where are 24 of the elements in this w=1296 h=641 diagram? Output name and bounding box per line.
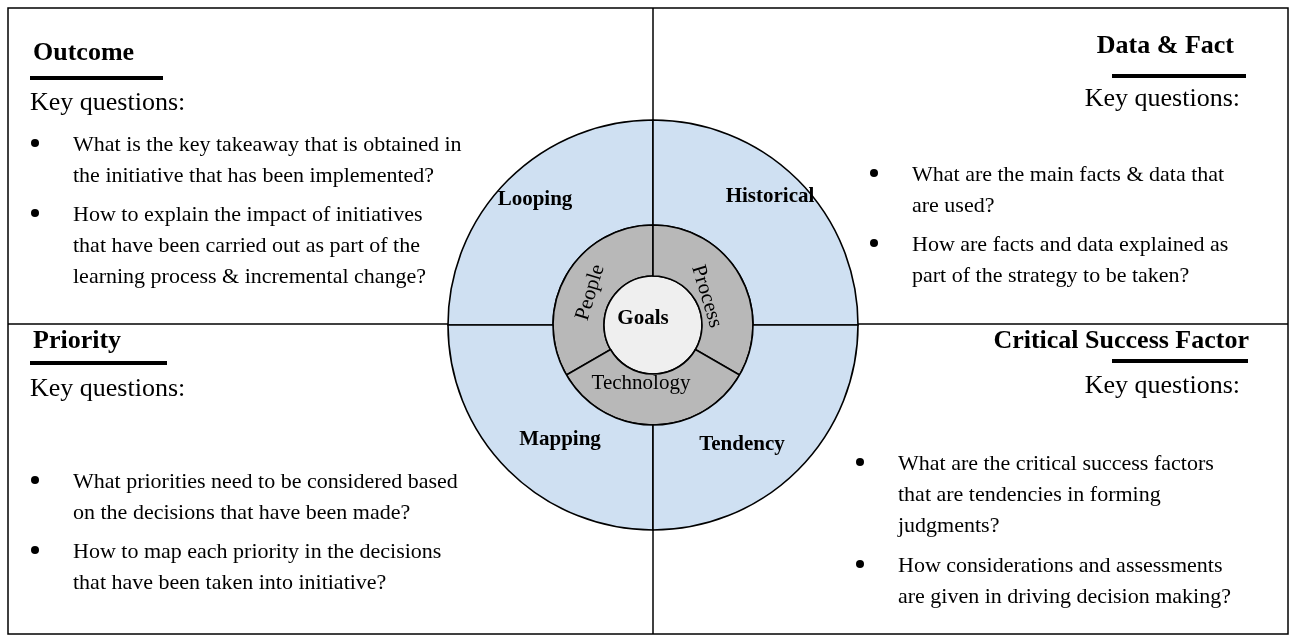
segment-label: People: [569, 261, 609, 323]
question-text: What are the main facts & data that are used?: [912, 159, 1226, 219]
subheading: Key questions:: [30, 373, 186, 403]
segment-label: Historical: [725, 183, 815, 207]
segment-label: Goals: [617, 305, 669, 329]
question-text: How to map each priority in the decisions that have been taken into initiative?: [73, 536, 443, 596]
subheading: Key questions:: [1084, 370, 1240, 400]
section-heading: Critical Success Factor: [993, 325, 1249, 355]
section-heading: Data & Fact: [1096, 30, 1234, 60]
question-text: How are facts and data explained as part of the strategy to be taken?: [912, 229, 1230, 289]
section-heading: Outcome: [33, 37, 135, 67]
segment-label: Process: [687, 261, 729, 331]
segment-label: Mapping: [519, 426, 601, 450]
question-text: What are the critical success factors that are tendencies in forming judgments?: [898, 448, 1215, 539]
question-text: How considerations and assessments are given in driving decision making?: [898, 550, 1232, 610]
subheading: Key questions:: [30, 87, 186, 117]
question-text: What is the key takeaway that is obtained in the initiative that has been implemented?: [73, 129, 463, 189]
question-text: How to explain the impact of initiatives that have been carried out as part of the learning process & incremental change?: [73, 199, 428, 290]
segment-label: Tendency: [699, 431, 785, 455]
segment-label: Technology: [591, 370, 691, 394]
segment-label: Looping: [497, 186, 573, 210]
subheading: Key questions:: [1084, 83, 1240, 113]
question-text: What priorities need to be considered based on the decisions that have been made?: [73, 466, 459, 526]
section-heading: Priority: [33, 325, 122, 355]
